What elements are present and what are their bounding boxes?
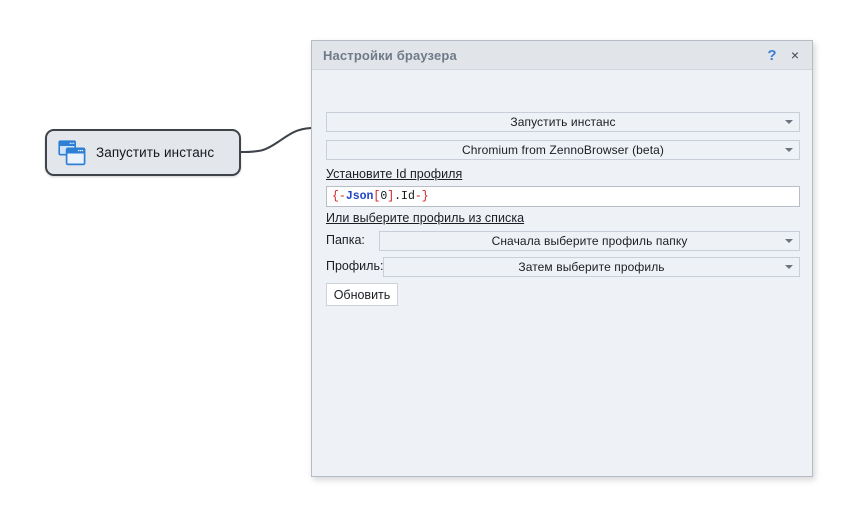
folder-value: Сначала выберите профиль папку	[491, 234, 688, 248]
browser-engine-combobox[interactable]: Chromium from ZennoBrowser (beta)	[326, 140, 800, 160]
macro-token-member: .Id	[394, 190, 415, 203]
macro-token-name: Json	[345, 190, 374, 203]
workflow-node-launch-instance[interactable]: Запустить инстанс	[45, 129, 241, 176]
browser-settings-dialog: Настройки браузера ? × Запустить инстанс…	[311, 40, 813, 477]
profile-id-input[interactable]: {-Json[0].Id-}	[326, 186, 800, 207]
help-icon[interactable]: ?	[767, 46, 777, 64]
profile-value: Затем выберите профиль	[518, 260, 665, 274]
choose-from-list-label[interactable]: Или выберите профиль из списка	[326, 211, 525, 225]
workflow-node-label: Запустить инстанс	[96, 145, 215, 160]
browser-engine-value: Chromium from ZennoBrowser (beta)	[461, 143, 665, 157]
profile-label: Профиль:	[326, 259, 384, 273]
folder-label: Папка:	[326, 233, 365, 247]
action-type-value: Запустить инстанс	[510, 115, 616, 129]
chevron-down-icon	[785, 265, 793, 269]
close-icon[interactable]: ×	[790, 47, 800, 63]
chevron-down-icon	[785, 120, 793, 124]
macro-token-index: 0	[380, 190, 388, 203]
macro-token-bracket-open: [	[373, 190, 381, 203]
chevron-down-icon	[785, 148, 793, 152]
chevron-down-icon	[785, 239, 793, 243]
folder-combobox[interactable]: Сначала выберите профиль папку	[379, 231, 800, 251]
profile-combobox[interactable]: Затем выберите профиль	[383, 257, 800, 277]
profile-id-label[interactable]: Установите Id профиля	[326, 167, 463, 181]
macro-token-bracket-close: ]	[387, 190, 395, 203]
dialog-titlebar[interactable]: Настройки браузера ? ×	[312, 41, 812, 70]
dialog-title: Настройки браузера	[323, 47, 457, 63]
two-browser-windows-icon	[58, 139, 86, 166]
action-type-combobox[interactable]: Запустить инстанс	[326, 112, 800, 132]
macro-token-open: {-	[332, 190, 346, 203]
macro-token-close: -}	[414, 190, 429, 203]
refresh-button[interactable]: Обновить	[326, 283, 398, 306]
